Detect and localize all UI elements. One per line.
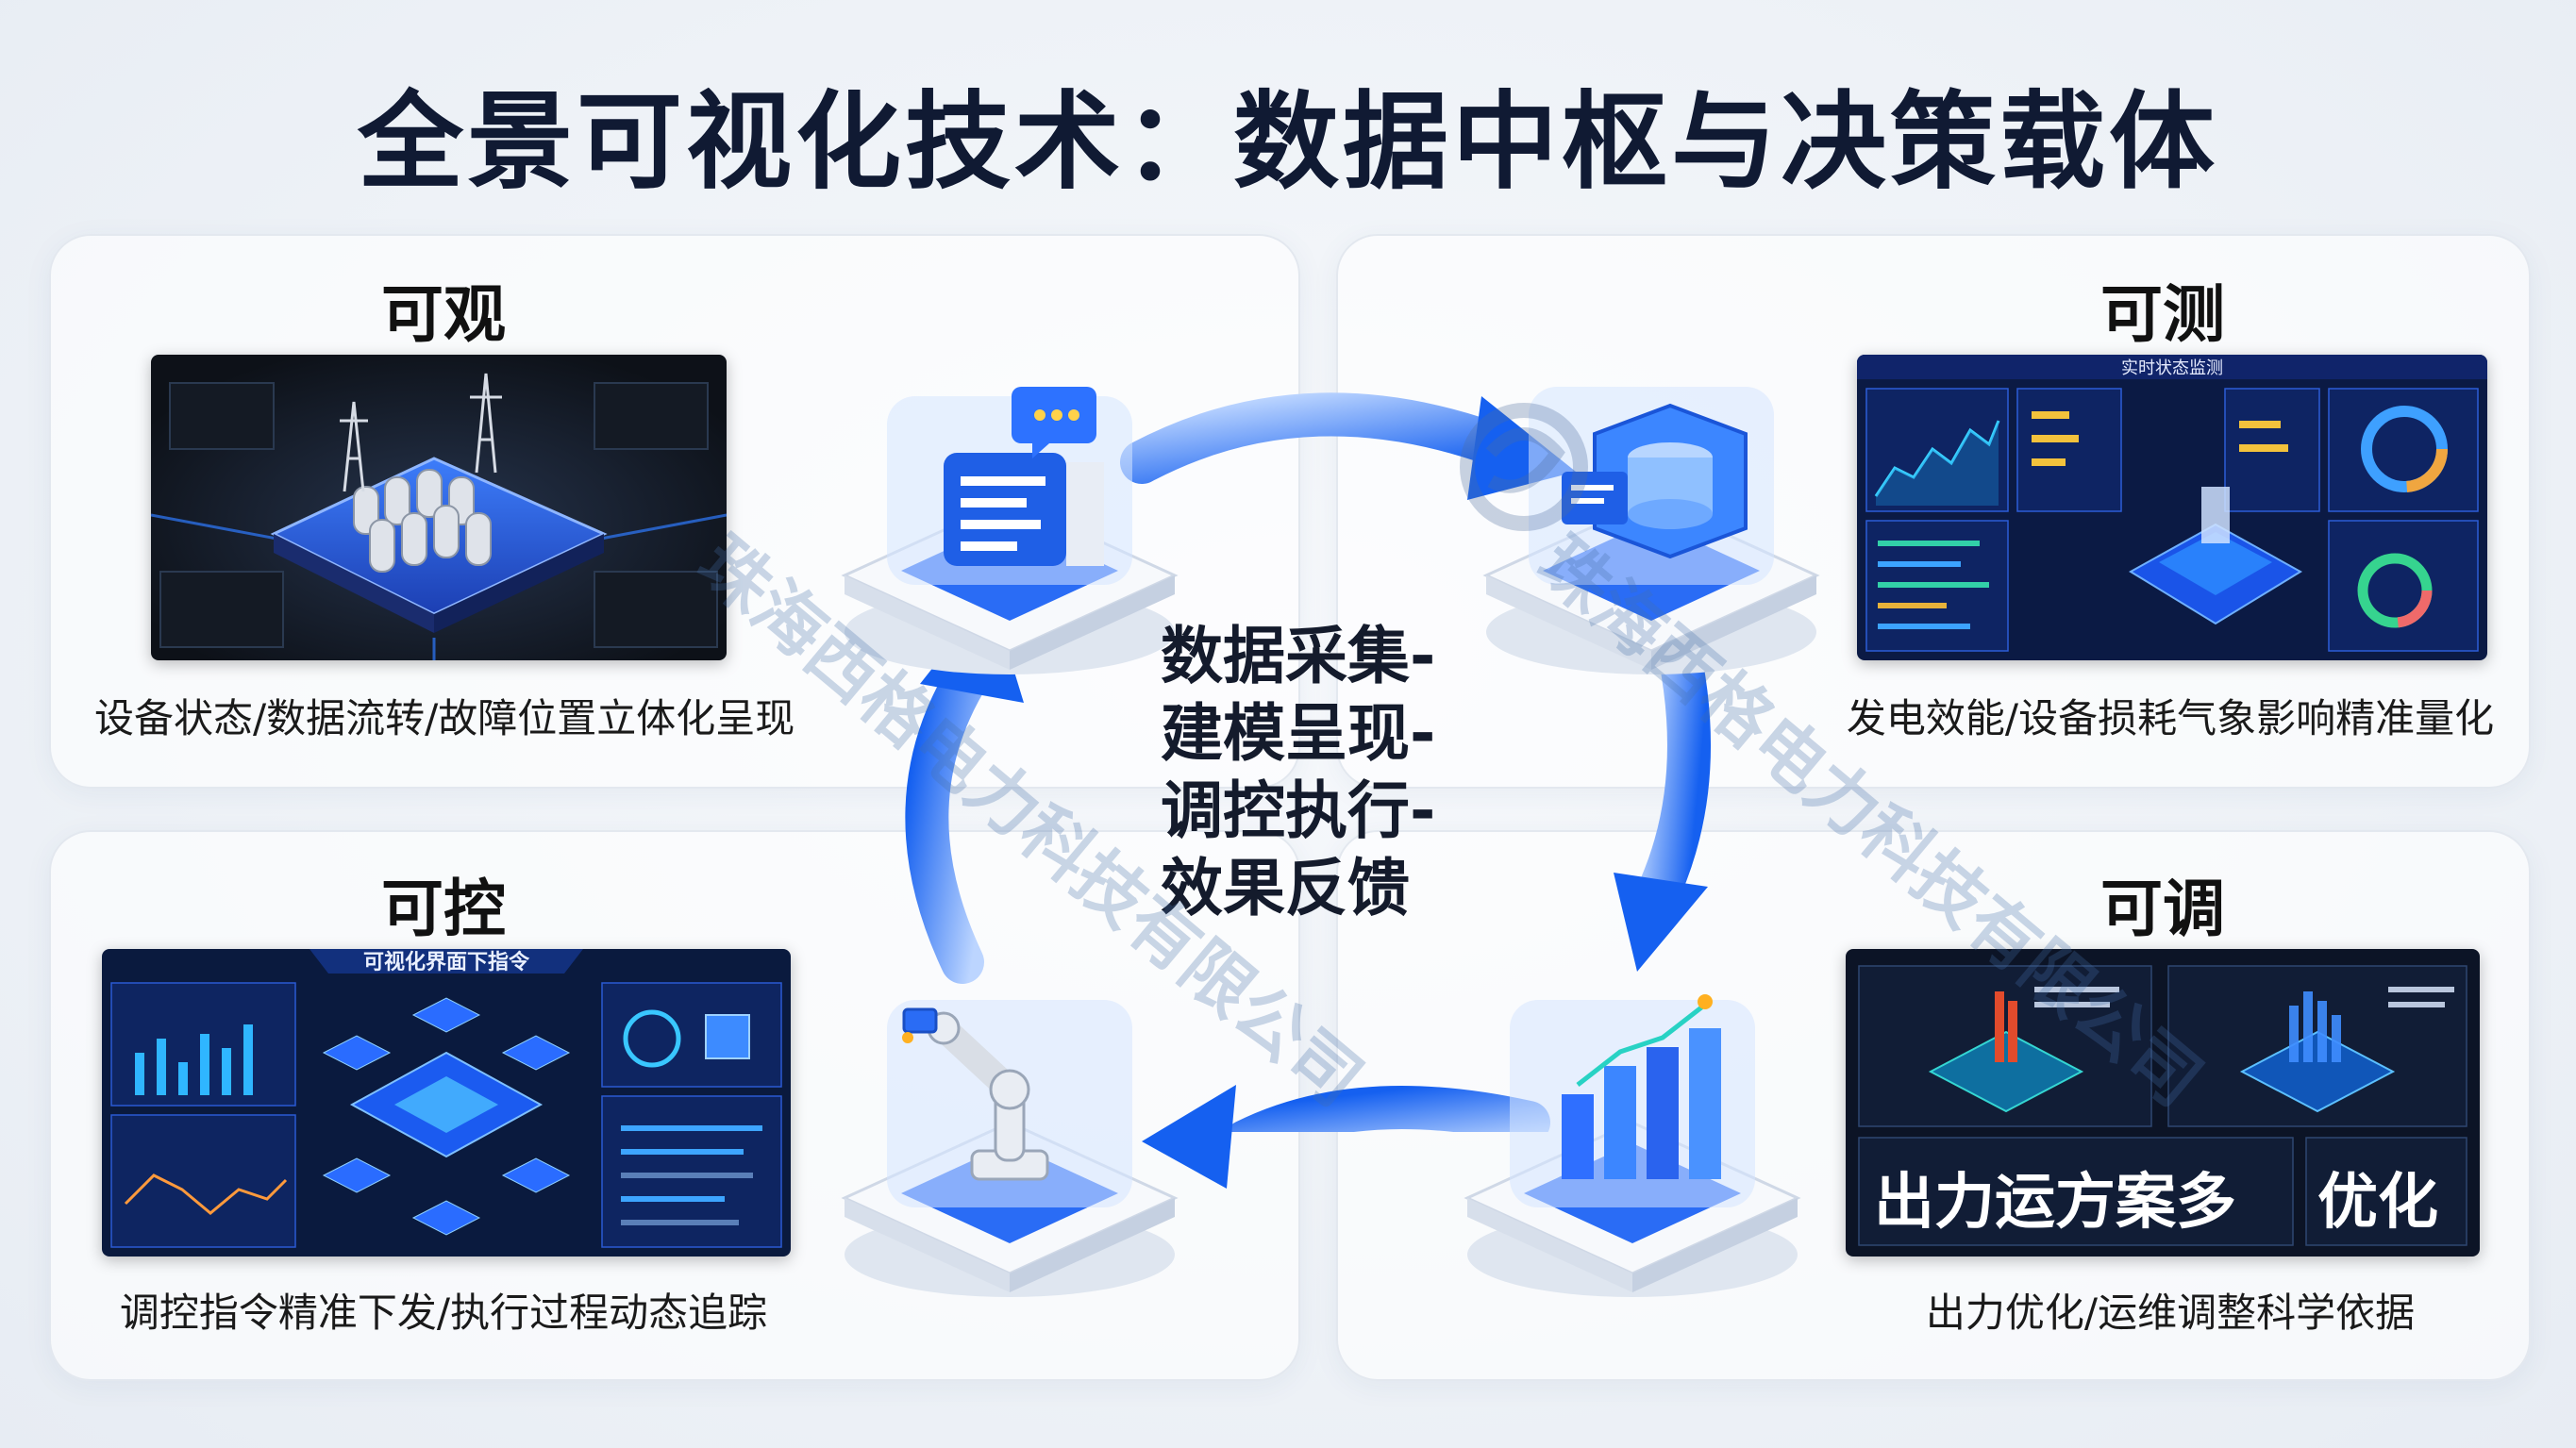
document-chat-icon — [944, 387, 1104, 566]
page-title: 全景可视化技术：数据中枢与决策载体 — [358, 81, 2218, 204]
control-screen-title: 可视化界面下指令 — [363, 950, 530, 974]
robot-arm-icon — [902, 1007, 1049, 1181]
adjustment-dashboard-image: 出力运方案多 优化 — [1846, 949, 2480, 1257]
panel-control-title: 可控 — [381, 873, 506, 945]
control-interface-image: 可视化界面下指令 — [102, 949, 791, 1257]
control-execution-node — [841, 1000, 1179, 1297]
cycle-step-4: 效果反馈 — [1161, 852, 1410, 924]
watermark-logo-icon — [1460, 403, 1588, 531]
panel-control-caption: 调控指令精准下发/执行过程动态追踪 — [119, 1290, 768, 1336]
panel-adjust-title: 可调 — [2100, 873, 2225, 945]
cycle-step-2: 建模呈现- — [1161, 697, 1436, 770]
cycle-steps: 数据采集- 建模呈现- 调控执行- 效果反馈 — [1161, 618, 1519, 927]
cycle-step-1: 数据采集- — [1161, 620, 1436, 692]
panel-observe-caption: 设备状态/数据流转/故障位置立体化呈现 — [94, 695, 795, 741]
panel-measure-title: 可测 — [2100, 278, 2225, 351]
panel-measure-caption: 发电效能/设备损耗气象影响精准量化 — [1846, 695, 2495, 741]
substation-3d-image — [151, 355, 727, 660]
panel-adjust-caption: 出力优化/运维调整科学依据 — [1925, 1290, 2416, 1336]
adjust-banner-right: 优化 — [2317, 1168, 2438, 1238]
measure-screen-title: 实时状态监测 — [2121, 358, 2223, 377]
adjust-banner-left: 出力运方案多 — [1874, 1168, 2236, 1238]
database-icon — [1562, 403, 1748, 559]
feedback-node — [1464, 994, 1801, 1297]
modeling-node — [1482, 387, 1820, 674]
bar-chart-icon — [1562, 994, 1721, 1179]
cycle-step-3: 调控执行- — [1161, 774, 1436, 847]
bottom-arrow-head — [1142, 1085, 1236, 1189]
monitoring-dashboard-image: 实时状态监测 — [1857, 355, 2487, 660]
panel-observe-title: 可观 — [381, 278, 506, 351]
data-collection-node — [841, 387, 1179, 674]
